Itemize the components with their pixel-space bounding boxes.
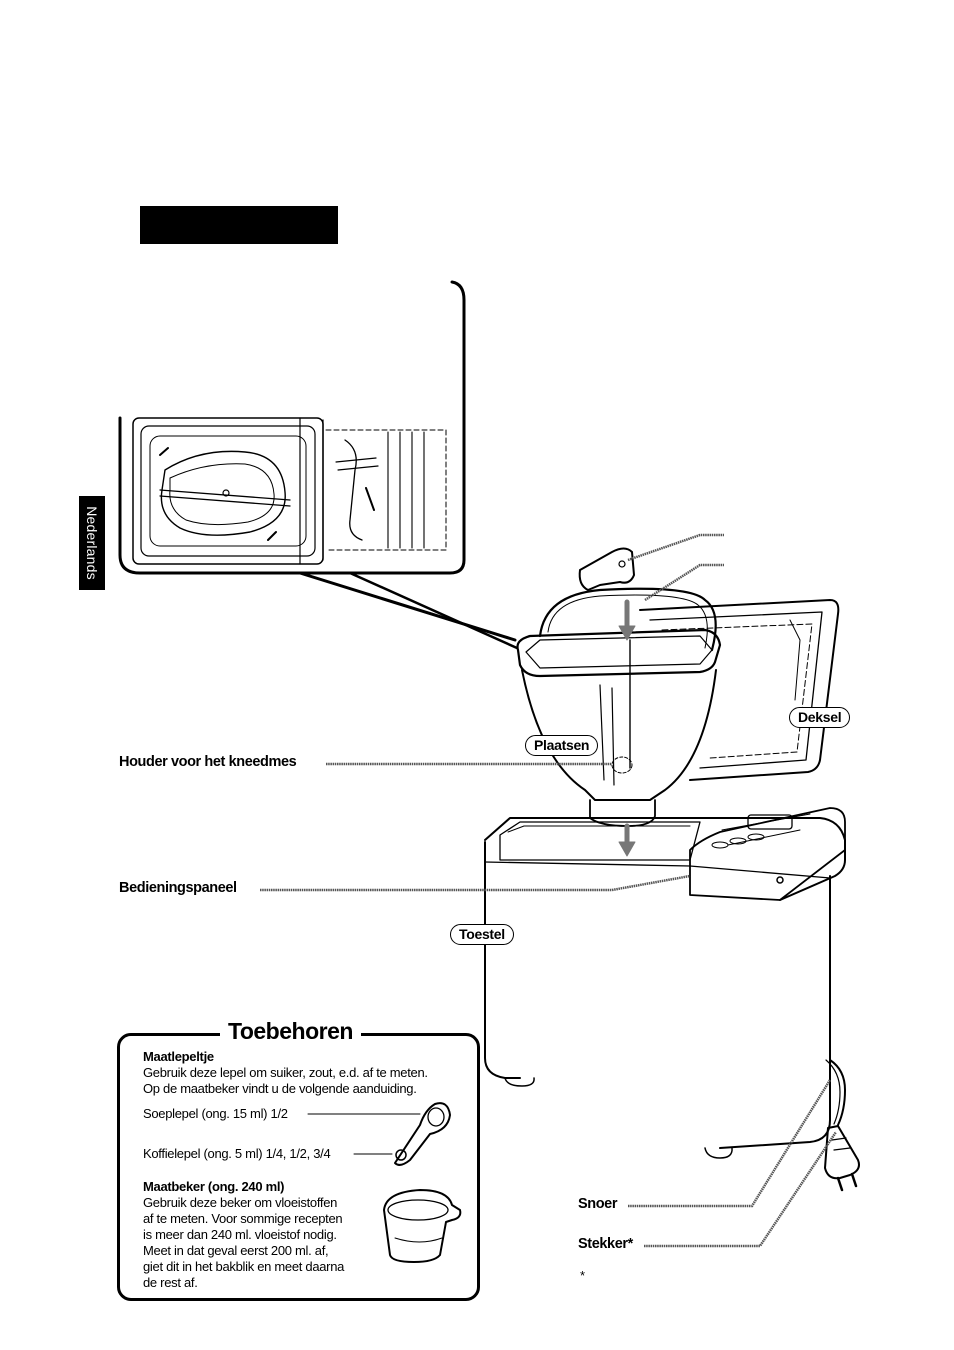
spoon-description: Gebruik deze lepel om suiker, zout, e.d.…: [143, 1065, 428, 1097]
accessory-leader-lines: [307, 1113, 421, 1155]
machine-body: [484, 807, 846, 1159]
cup-line: giet dit in het bakblik en meet daarna: [143, 1259, 345, 1274]
cord-and-plug-drawing: [824, 1059, 860, 1192]
accessories-title: Toebehoren: [220, 1018, 361, 1045]
tablespoon-marking: Soeplepel (ong. 15 ml) 1/2: [143, 1106, 288, 1121]
lid-drawing: [639, 599, 840, 781]
cup-line: is meer dan 240 ml. vloeistof nodig.: [143, 1227, 337, 1242]
appliance-badge: Toestel: [450, 924, 514, 945]
spoon-line-1: Gebruik deze lepel om suiker, zout, e.d.…: [143, 1065, 428, 1080]
language-tab: Nederlands: [79, 496, 105, 590]
plug-label: Stekker*: [578, 1236, 633, 1252]
measuring-spoon-drawing: [394, 1102, 451, 1166]
lid-badge: Deksel: [789, 707, 851, 728]
inset-pan-detail: [132, 417, 447, 565]
cup-line: de rest af.: [143, 1275, 198, 1290]
place-badge: Plaatsen: [525, 735, 599, 756]
teaspoon-marking: Koffielepel (ong. 5 ml) 1/4, 1/2, 3/4: [143, 1146, 331, 1161]
cup-line: Gebruik deze beker om vloeistoffen: [143, 1195, 338, 1210]
section-title-bar: [140, 206, 338, 244]
cup-description: Gebruik deze beker om vloeistoffen af te…: [143, 1195, 344, 1291]
bread-pan-drawing: [516, 587, 722, 827]
cord-label: Snoer: [578, 1196, 618, 1212]
kneading-blade-drawing: [578, 547, 635, 591]
footnote-mark: *: [580, 1268, 586, 1283]
cup-line: Meet in dat geval eerst 200 ml. af,: [143, 1243, 329, 1258]
cup-line: af te meten. Voor sommige recepten: [143, 1211, 343, 1226]
leader-lines: [260, 533, 838, 1248]
measuring-cup-drawing: [383, 1189, 462, 1263]
spoon-line-2: Op de maatbeker vindt u de volgende aand…: [143, 1081, 417, 1096]
spoon-heading: Maatlepeltje: [143, 1049, 214, 1064]
control-panel-label: Bedieningspaneel: [119, 880, 237, 896]
cup-heading: Maatbeker (ong. 240 ml): [143, 1179, 285, 1194]
kneading-blade-holder-label: Houder voor het kneedmes: [119, 754, 297, 770]
